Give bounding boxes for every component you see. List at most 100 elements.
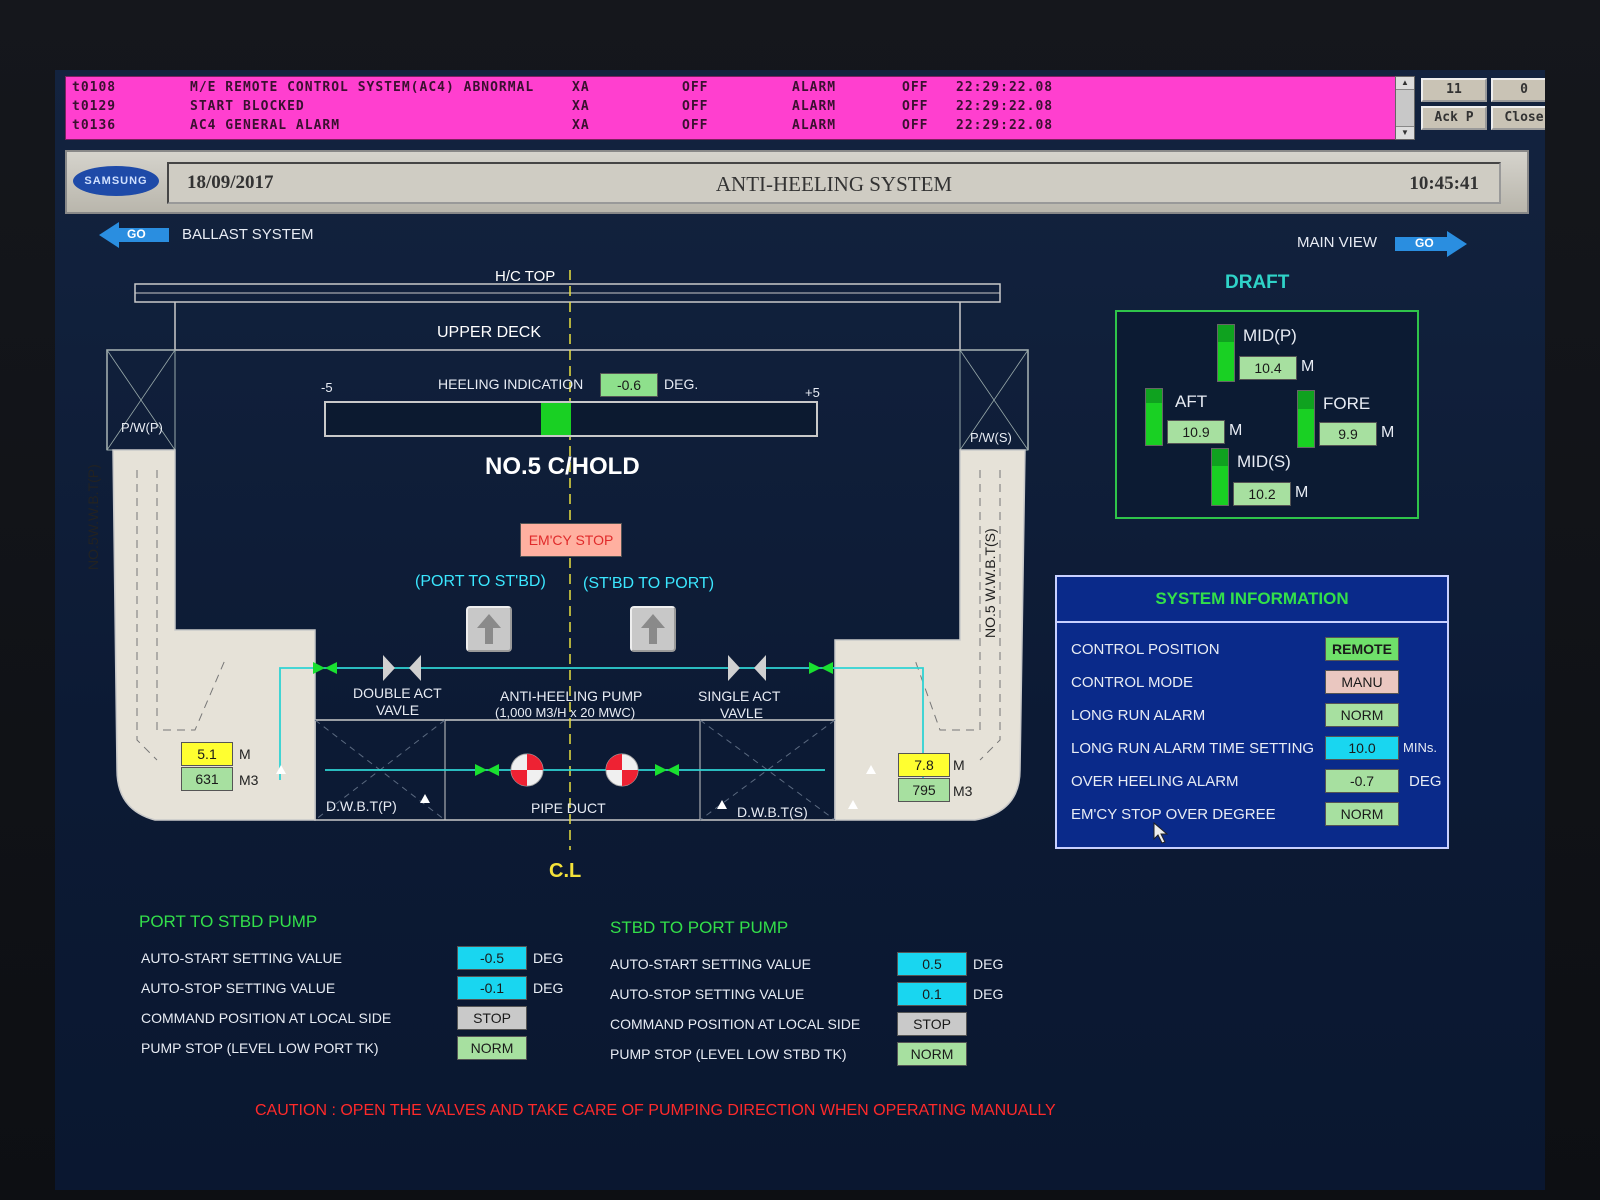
stbd-auto-start-input[interactable]: 0.5: [897, 952, 967, 976]
dwbt-port-label: D.W.B.T(P): [326, 798, 397, 814]
long-run-alarm-time-input[interactable]: 10.0: [1325, 736, 1399, 760]
control-mode-value[interactable]: MANU: [1325, 670, 1399, 694]
double-act-valve-label: DOUBLE ACT: [353, 685, 442, 701]
stbd-command-position-value[interactable]: STOP: [897, 1012, 967, 1036]
stbd-volume-unit: M3: [953, 783, 973, 799]
draft-unit: M: [1229, 422, 1243, 439]
port-pump-stop-value: NORM: [457, 1036, 527, 1060]
port-pump-title: PORT TO STBD PUMP: [139, 912, 318, 931]
centerline-label: C.L: [549, 860, 582, 882]
alarm-tag: t0108: [72, 80, 117, 95]
main-view-link[interactable]: MAIN VIEW: [1297, 234, 1378, 251]
alarm-desc: M/E REMOTE CONTROL SYSTEM(AC4) ABNORMAL: [190, 80, 535, 95]
pw-port-label: P/W(P): [121, 420, 163, 435]
emcy-stop-button[interactable]: EM'CY STOP: [520, 523, 622, 557]
over-heeling-alarm-label: OVER HEELING ALARM: [1071, 773, 1239, 790]
stbd-auto-start-label: AUTO-START SETTING VALUE: [610, 956, 811, 972]
heeling-indicator-bar: [324, 401, 818, 437]
pump-label: ANTI-HEELING PUMP: [500, 688, 643, 704]
alarm-tag: t0129: [72, 99, 117, 114]
alarm-row[interactable]: t0136 AC4 GENERAL ALARM XA OFF ALARM OFF…: [66, 116, 1396, 135]
heeling-marker: [541, 403, 571, 435]
alarm-list[interactable]: t0108 M/E REMOTE CONTROL SYSTEM(AC4) ABN…: [65, 76, 1397, 140]
port-command-position-value[interactable]: STOP: [457, 1006, 527, 1030]
long-run-alarm-time-label: LONG RUN ALARM TIME SETTING: [1071, 740, 1315, 757]
ack-button[interactable]: Ack P: [1421, 106, 1487, 130]
heeling-unit: DEG.: [664, 376, 699, 392]
emcy-stop-over-degree-label: EM'CY STOP OVER DEGREE: [1071, 806, 1276, 823]
stbd-pump-stop-label: PUMP STOP (LEVEL LOW STBD TK): [610, 1046, 847, 1062]
alarm-status: OFF: [682, 118, 709, 133]
port-to-stbd-start-button[interactable]: [466, 606, 512, 652]
wbt-port-label: NO.5W.W.B.T(P): [85, 464, 101, 570]
title-panel: 18/09/2017 ANTI-HEELING SYSTEM 10:45:41: [167, 162, 1501, 204]
draft-aft-label: AFT: [1175, 392, 1208, 411]
draft-title: DRAFT: [1225, 272, 1290, 293]
draft-mid-s-value: 10.2: [1233, 482, 1291, 506]
heeling-scale-max: +5: [805, 385, 820, 400]
control-mode-label: CONTROL MODE: [1071, 674, 1193, 691]
mouse-cursor-icon: [1153, 822, 1169, 844]
stbd-volume-value: 795: [898, 778, 950, 802]
stbd-pump-stop-value: NORM: [897, 1042, 967, 1066]
heeling-scale-min: -5: [321, 380, 333, 395]
port-auto-stop-input[interactable]: -0.1: [457, 976, 527, 1000]
alarm-state: ALARM: [792, 118, 837, 133]
system-information-title: SYSTEM INFORMATION: [1057, 577, 1447, 623]
alarm-time: 22:29:22.08: [956, 99, 1054, 114]
clock-display: 10:45:41: [1409, 173, 1479, 194]
alarm-row[interactable]: t0129 START BLOCKED XA OFF ALARM OFF 22:…: [66, 97, 1396, 116]
draft-mid-p-label: MID(P): [1243, 326, 1297, 345]
scroll-up-icon[interactable]: ▲: [1396, 77, 1414, 90]
hold-name: NO.5 C/HOLD: [485, 453, 640, 480]
go-main-view-button[interactable]: GO: [1395, 231, 1467, 257]
samsung-logo: SAMSUNG: [73, 166, 159, 196]
ballast-system-link[interactable]: BALLAST SYSTEM: [182, 226, 314, 243]
alarm-status: OFF: [682, 99, 709, 114]
alarm-state: ALARM: [792, 80, 837, 95]
alarm-row[interactable]: t0108 M/E REMOTE CONTROL SYSTEM(AC4) ABN…: [66, 78, 1396, 97]
alarm-desc: AC4 GENERAL ALARM: [190, 118, 341, 133]
go-ballast-button[interactable]: GO: [99, 222, 169, 248]
port-auto-stop-unit: DEG: [533, 980, 564, 996]
pipe-duct-label: PIPE DUCT: [531, 800, 606, 816]
port-auto-start-input[interactable]: -0.5: [457, 946, 527, 970]
heeling-indication-label: HEELING INDICATION: [438, 376, 584, 392]
long-run-alarm-value: NORM: [1325, 703, 1399, 727]
port-auto-stop-label: AUTO-STOP SETTING VALUE: [141, 980, 336, 996]
stbd-auto-stop-label: AUTO-STOP SETTING VALUE: [610, 986, 805, 1002]
alarm-status: OFF: [902, 118, 929, 133]
heeling-value: -0.6: [600, 373, 658, 397]
alarm-type: XA: [572, 118, 590, 133]
hc-top-label: H/C TOP: [495, 268, 556, 285]
alarm-desc: START BLOCKED: [190, 99, 305, 114]
draft-panel: MID(P) 10.4 M AFT 10.9 M FORE 9.9 M MID(…: [1115, 310, 1419, 519]
draft-mid-p-value: 10.4: [1239, 356, 1297, 380]
scroll-down-icon[interactable]: ▼: [1396, 126, 1414, 139]
alarm-scrollbar[interactable]: ▲ ▼: [1395, 76, 1415, 140]
port-command-position-label: COMMAND POSITION AT LOCAL SIDE: [141, 1010, 392, 1026]
alarm-tag: t0136: [72, 118, 117, 133]
stbd-auto-start-unit: DEG: [973, 956, 1004, 972]
alarm-time: 22:29:22.08: [956, 80, 1054, 95]
date-display: 18/09/2017: [187, 172, 274, 193]
stbd-to-port-label: (ST'BD TO PORT): [583, 575, 715, 592]
draft-mid-s-bar: [1211, 448, 1229, 506]
port-auto-start-label: AUTO-START SETTING VALUE: [141, 950, 342, 966]
hmi-screen: t0108 M/E REMOTE CONTROL SYSTEM(AC4) ABN…: [55, 70, 1545, 1190]
draft-unit: M: [1295, 484, 1309, 501]
single-act-valve-label: VAVLE: [720, 705, 764, 721]
caution-message: CAUTION : OPEN THE VALVES AND TAKE CARE …: [255, 1102, 1056, 1119]
go-label: GO: [127, 227, 146, 241]
stbd-to-port-start-button[interactable]: [630, 606, 676, 652]
close-button[interactable]: Close: [1491, 106, 1545, 130]
up-arrow-icon: [641, 614, 665, 644]
over-heeling-alarm-value[interactable]: -0.7: [1325, 769, 1399, 793]
alarm-type: XA: [572, 99, 590, 114]
alarm-time: 22:29:22.08: [956, 118, 1054, 133]
control-position-value[interactable]: REMOTE: [1325, 637, 1399, 661]
stbd-auto-stop-input[interactable]: 0.1: [897, 982, 967, 1006]
draft-aft-bar: [1145, 388, 1163, 446]
page-title: ANTI-HEELING SYSTEM: [715, 172, 953, 196]
draft-fore-bar: [1297, 390, 1315, 448]
